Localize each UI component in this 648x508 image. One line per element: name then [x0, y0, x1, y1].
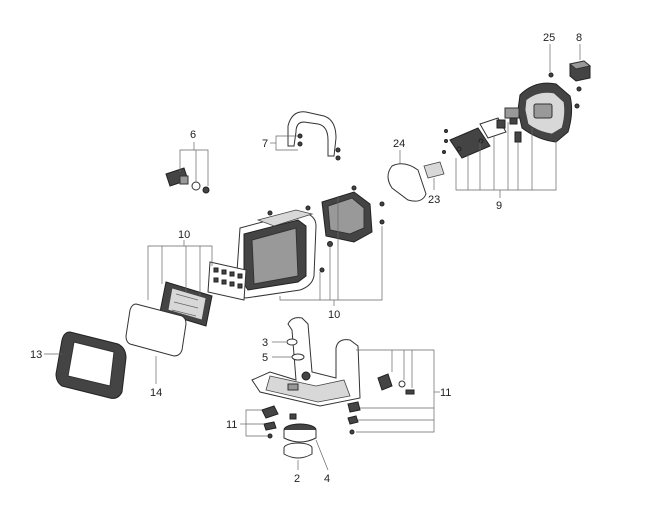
- part-4-foot-pad: [283, 423, 329, 471]
- rear-cover-middle: [319, 185, 385, 273]
- part-9-electronics-group: [449, 107, 522, 159]
- label-6: 6: [190, 129, 196, 141]
- rear-housing: [517, 82, 573, 143]
- main-lamp-housing: [235, 205, 317, 299]
- label-2: 2: [294, 473, 300, 485]
- label-10-top: 10: [178, 229, 190, 241]
- label-13: 13: [30, 349, 42, 361]
- part-6-leader: [179, 142, 209, 186]
- part-10-leader-top: [147, 240, 213, 300]
- part-7-leader: [270, 135, 298, 151]
- part-5-washer: [272, 353, 305, 361]
- label-8: 8: [576, 32, 582, 44]
- part-11-right-leader: [347, 349, 440, 435]
- part-6-cable-gland: [165, 167, 210, 194]
- label-25: 25: [543, 32, 555, 44]
- part-8-connector-block: [568, 60, 592, 82]
- part-7-top-handle: [287, 111, 341, 161]
- part-2-bottom-ring: [283, 442, 313, 470]
- part-11-left-leader: [240, 409, 268, 437]
- part-25-screws: [548, 44, 582, 109]
- label-14: 14: [150, 387, 162, 399]
- label-11-left: 11: [226, 419, 237, 431]
- label-3: 3: [262, 337, 268, 349]
- label-24: 24: [393, 138, 405, 150]
- part-14-front-glass: [125, 303, 187, 384]
- stand-frame: [251, 317, 415, 407]
- part-10-leader-bottom: [279, 196, 383, 306]
- part-13-front-bezel: [55, 331, 127, 399]
- label-23: 23: [428, 194, 440, 206]
- part-24-lens: [387, 150, 427, 202]
- part-11-left-parts: [261, 405, 297, 439]
- label-11-right: 11: [440, 387, 451, 399]
- label-5: 5: [262, 352, 268, 364]
- label-7: 7: [262, 138, 268, 150]
- part-23-plate: [423, 161, 445, 190]
- part-3-washer: [272, 338, 298, 346]
- part-9-leader-bracket: [442, 122, 557, 198]
- label-9: 9: [496, 200, 502, 212]
- part-10-led-board: [207, 261, 247, 301]
- label-4: 4: [324, 473, 330, 485]
- label-10-bottom: 10: [328, 309, 340, 321]
